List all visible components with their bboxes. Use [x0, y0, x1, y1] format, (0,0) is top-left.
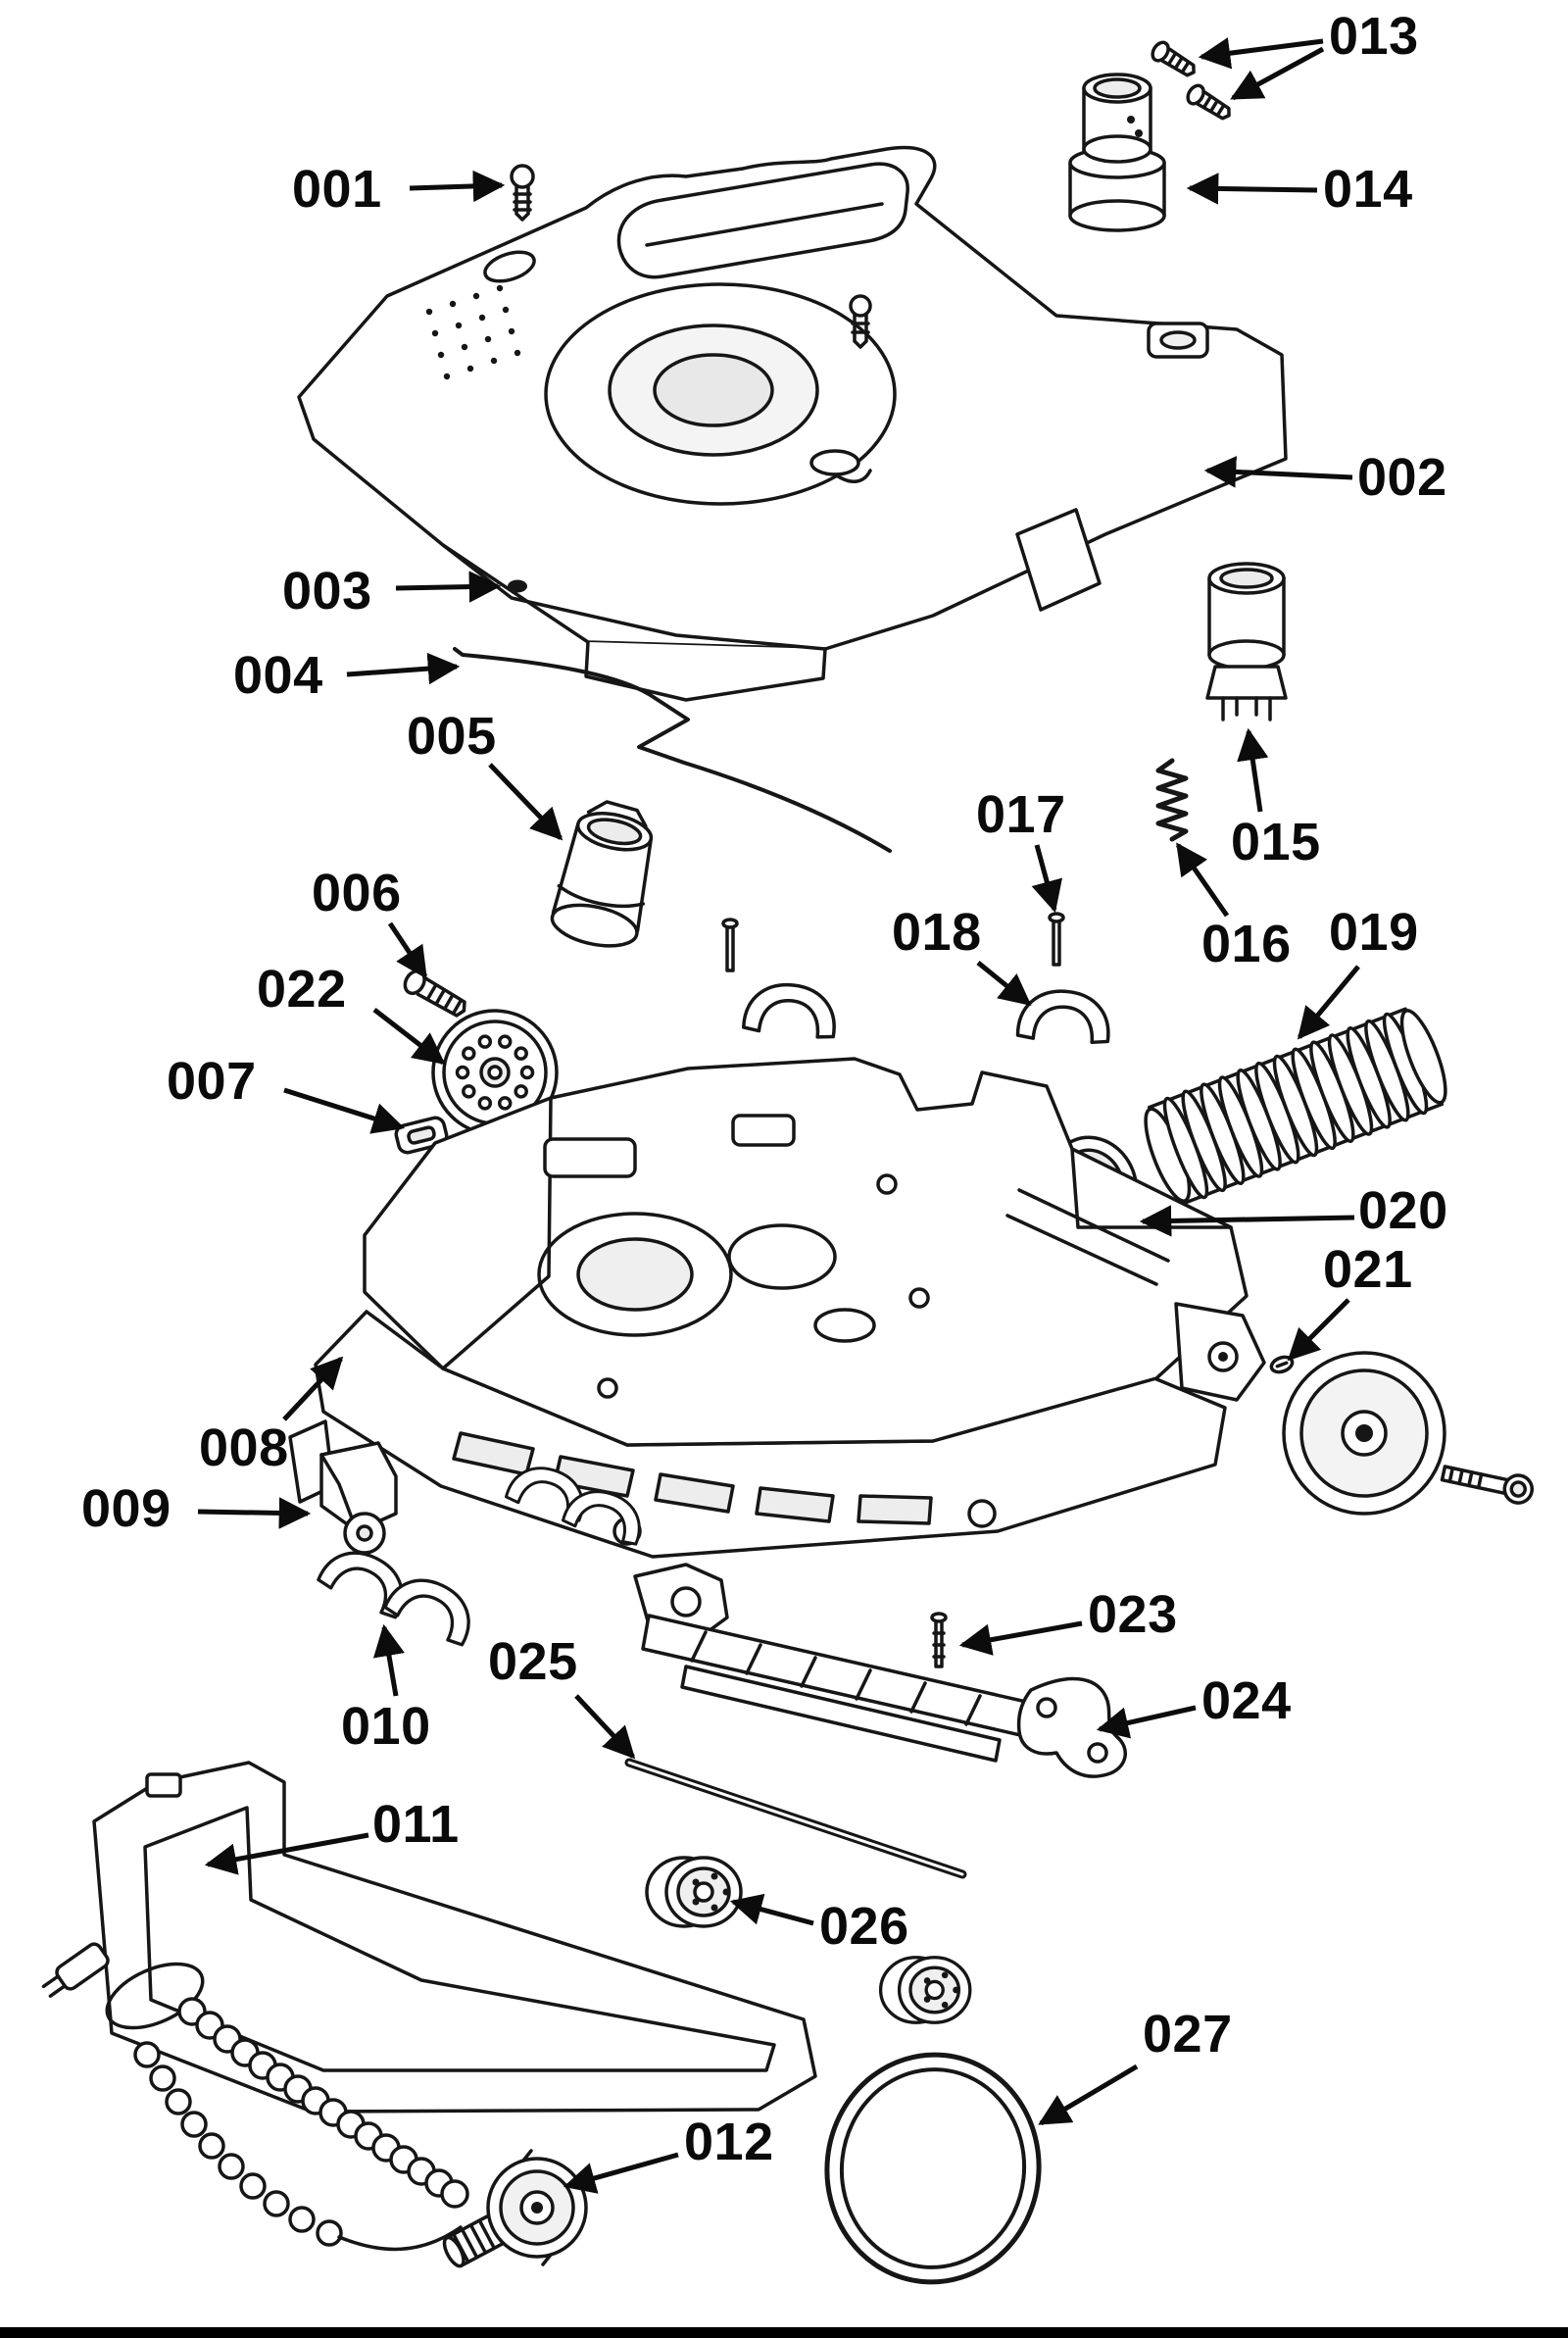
- callout-arrow-027: [1038, 2064, 1139, 2126]
- callout-arrow-001: [409, 170, 506, 203]
- callout-arrow-025: [574, 1694, 636, 1760]
- axle-bolt-part: [1440, 1465, 1535, 1505]
- hose-connector-part-014: [1068, 73, 1166, 232]
- clamp-part: [504, 1467, 584, 1522]
- callout-007: 007: [167, 1052, 257, 1111]
- callout-arrow-023: [958, 1620, 1083, 1656]
- clamp-part-010: [383, 1578, 470, 1647]
- rod-part-025: [624, 1758, 967, 1879]
- hose-part-019: [1144, 1007, 1447, 1205]
- callout-arrow-017: [1031, 844, 1062, 914]
- clamp-part-018: [1015, 989, 1110, 1045]
- wire-guide-part-004: [453, 647, 892, 853]
- callout-005: 005: [407, 707, 497, 766]
- callout-arrow-018: [976, 961, 1032, 1007]
- bolt-part-006: [403, 969, 466, 1018]
- callout-008: 008: [199, 1418, 289, 1477]
- callout-arrow-013a: [1198, 37, 1324, 70]
- bumper-frame-part-011: [92, 1761, 817, 2114]
- power-cord-part-012: [41, 1942, 588, 2268]
- wheel-bracket-part-009: [319, 1441, 398, 1555]
- actuator-part-015: [1205, 562, 1288, 721]
- callout-arrow-010: [372, 1623, 405, 1697]
- screw-part-001: [510, 164, 535, 222]
- callout-003: 003: [282, 562, 372, 621]
- callout-arrow-016: [1175, 842, 1230, 918]
- callout-027: 027: [1143, 2005, 1233, 2064]
- callout-arrow-026: [729, 1893, 814, 1926]
- callout-002: 002: [1357, 448, 1447, 507]
- pin-part-023: [930, 1612, 948, 1668]
- callout-015: 015: [1231, 813, 1321, 871]
- roller-part-026: [878, 1956, 972, 2024]
- callout-019: 019: [1329, 903, 1419, 962]
- callout-arrow-024: [1096, 1705, 1197, 1739]
- callout-023: 023: [1088, 1585, 1178, 1644]
- callout-arrow-021: [1287, 1298, 1350, 1362]
- callout-018: 018: [892, 903, 982, 962]
- screws-part-013: [1151, 40, 1231, 121]
- callout-arrow-015: [1237, 727, 1269, 813]
- clamp-part: [561, 1490, 641, 1546]
- clamp-part: [742, 982, 836, 1039]
- pin-part: [721, 918, 739, 972]
- callout-006: 006: [312, 864, 402, 922]
- elbow-duct-part-005: [550, 800, 654, 948]
- pin-part-017: [1048, 912, 1065, 967]
- callout-arrow-003: [395, 571, 502, 603]
- callout-020: 020: [1358, 1181, 1448, 1240]
- callout-arrows: [197, 37, 1360, 2194]
- callout-arrow-022: [372, 1008, 446, 1065]
- callout-016: 016: [1201, 915, 1292, 973]
- base-housing-part-008: [288, 1057, 1266, 1559]
- callout-012: 012: [684, 2113, 774, 2171]
- clamp-part-010: [317, 1551, 404, 1619]
- spring-part-016: [1155, 758, 1189, 842]
- callout-arrow-002: [1203, 456, 1353, 488]
- grommet-part-003: [508, 579, 527, 593]
- belt-part-027: [824, 2052, 1042, 2285]
- top-cover-part: [297, 145, 1288, 702]
- callout-017: 017: [976, 785, 1066, 844]
- callout-026: 026: [819, 1897, 909, 1956]
- pulley-part-022: [431, 1009, 559, 1136]
- callout-arrow-011: [204, 1832, 369, 1875]
- callout-arrow-014: [1186, 173, 1318, 205]
- callout-001: 001: [292, 160, 382, 219]
- callout-022: 022: [257, 960, 347, 1019]
- callout-024: 024: [1201, 1671, 1292, 1730]
- callout-arrow-007: [283, 1087, 406, 1134]
- roller-part-026: [645, 1856, 743, 1928]
- callout-013: 013: [1329, 7, 1419, 66]
- callout-arrow-019: [1297, 965, 1360, 1040]
- callout-arrow-008: [282, 1356, 344, 1421]
- rear-wheel-part: [1282, 1351, 1446, 1516]
- callout-004: 004: [233, 646, 323, 705]
- callout-021: 021: [1323, 1240, 1413, 1299]
- callout-arrow-009: [197, 1497, 312, 1529]
- callout-010: 010: [341, 1697, 431, 1756]
- bottom-border-line: [0, 2327, 1568, 2338]
- callout-arrow-006: [387, 921, 428, 979]
- callout-arrow-012: [563, 2152, 679, 2194]
- callout-arrow-020: [1139, 1205, 1355, 1237]
- brush-bar-part-024: [633, 1563, 1128, 1778]
- callout-025: 025: [488, 1632, 578, 1691]
- callout-014: 014: [1323, 160, 1413, 219]
- callout-arrow-005: [488, 763, 564, 841]
- callout-arrow-013b: [1230, 46, 1325, 101]
- callout-009: 009: [81, 1479, 172, 1538]
- callout-011: 011: [372, 1795, 460, 1854]
- callout-arrow-004: [346, 652, 461, 685]
